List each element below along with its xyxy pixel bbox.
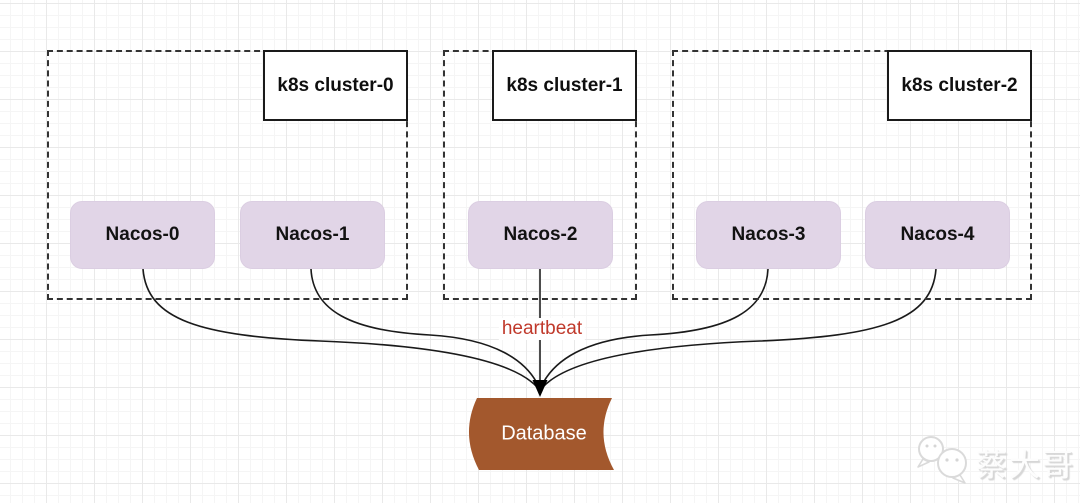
cluster-2-title: k8s cluster-2 — [887, 50, 1032, 121]
wechat-icon — [917, 436, 967, 484]
database-label: Database — [501, 422, 587, 445]
cluster-k8s-0: k8s cluster-0 Nacos-0 Nacos-1 — [47, 50, 408, 300]
edge-nacos-1-to-database — [310, 268, 539, 386]
cluster-k8s-2: k8s cluster-2 Nacos-3 Nacos-4 — [672, 50, 1032, 300]
edge-nacos-0-to-database — [142, 268, 539, 389]
edge-nacos-3-to-database — [541, 268, 769, 386]
node-nacos-4: Nacos-4 — [865, 201, 1010, 269]
cluster-0-title: k8s cluster-0 — [263, 50, 408, 121]
heartbeat-edge-label: heartbeat — [498, 318, 586, 340]
node-nacos-1: Nacos-1 — [240, 201, 385, 269]
cluster-k8s-1: k8s cluster-1 Nacos-2 — [443, 50, 637, 300]
cluster-1-title: k8s cluster-1 — [492, 50, 637, 121]
database-shape — [468, 398, 614, 470]
node-nacos-0: Nacos-0 — [70, 201, 215, 269]
watermark-text: 蔡大哥 — [976, 448, 1075, 483]
arrowhead-icon — [532, 380, 548, 397]
node-nacos-2: Nacos-2 — [468, 201, 613, 269]
edge-nacos-4-to-database — [541, 268, 937, 389]
node-nacos-3: Nacos-3 — [696, 201, 841, 269]
